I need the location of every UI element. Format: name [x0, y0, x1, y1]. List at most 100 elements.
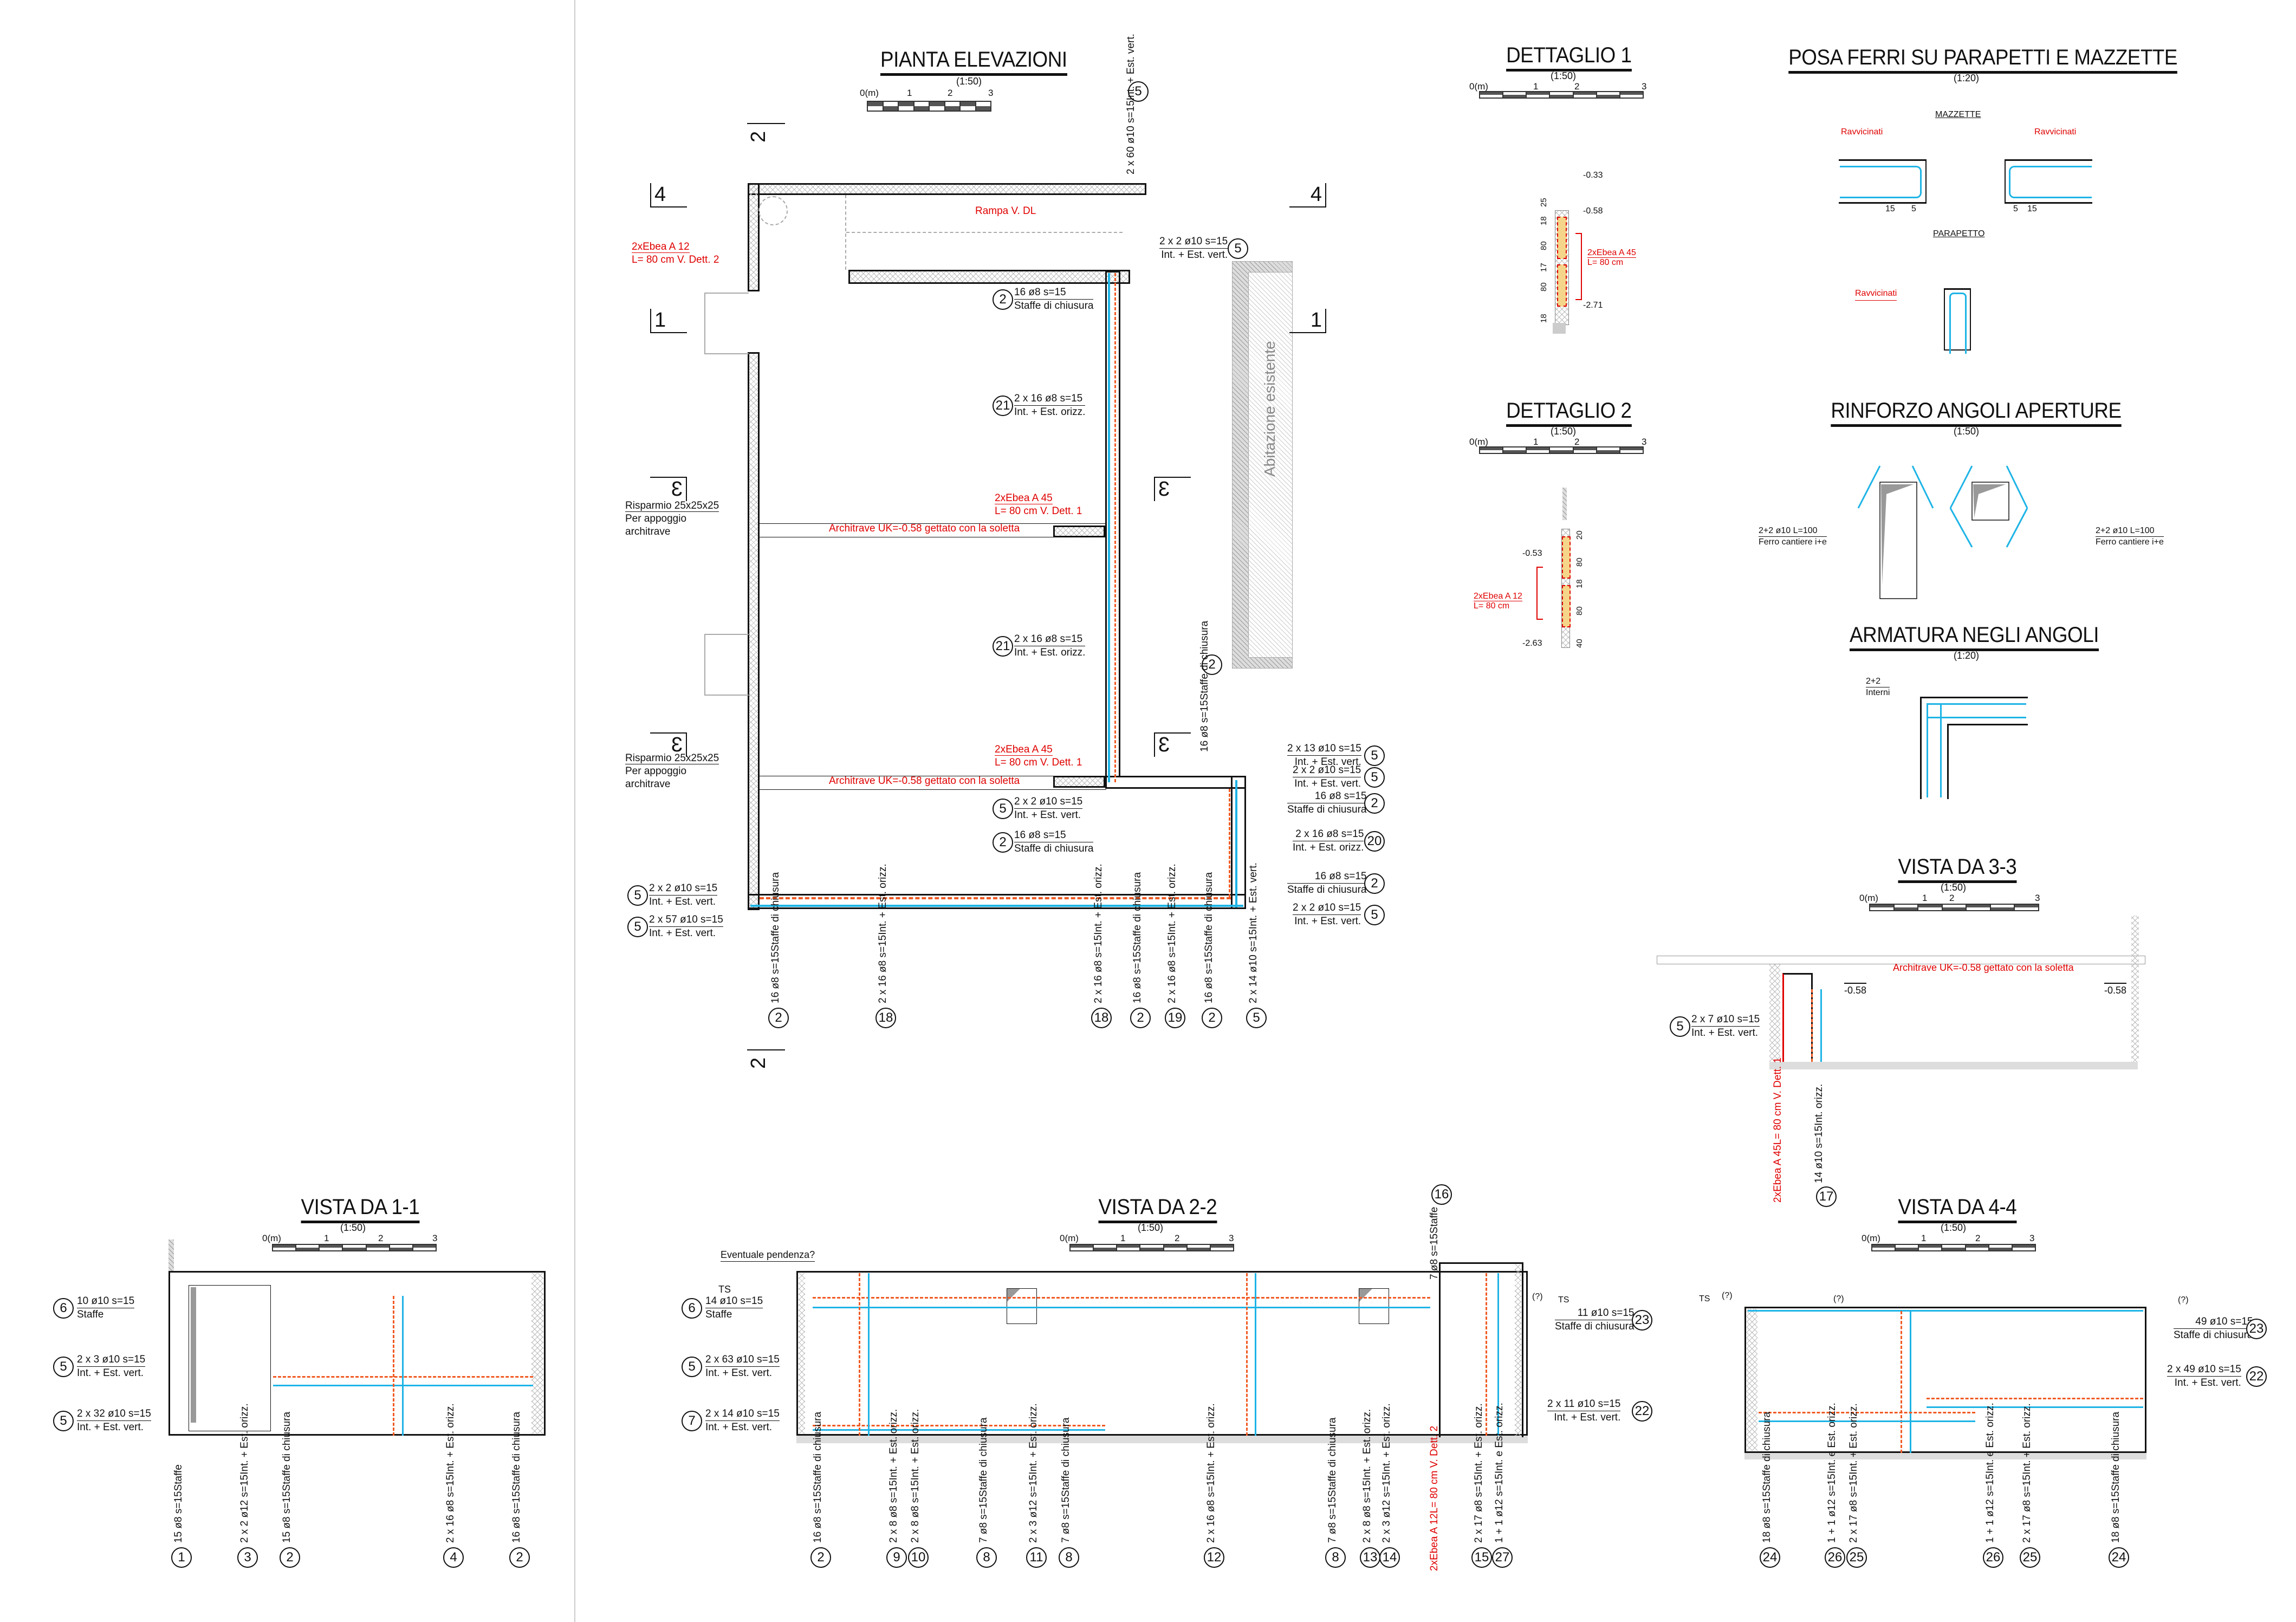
callout-vertical-label: 2 x 2 ø12 s=15Int. + Est. orizz.	[238, 1403, 251, 1543]
callout-bubble: 5	[1364, 905, 1385, 925]
callout-vertical-label: 2 x 16 ø8 s=15Int. + Est. orizz.	[444, 1403, 457, 1543]
vista11-rebar-orange-v	[393, 1296, 394, 1436]
callout-l1: 2 x 3 ø12 s=15	[1028, 1474, 1039, 1543]
vista44-rebar-orange-v	[1901, 1311, 1902, 1453]
rinforzo-drawing	[1857, 465, 2028, 599]
callout-vertical-label: 14 ø10 s=15Int. orizz.	[1813, 1084, 1826, 1183]
detail-1-note-bracket	[1575, 233, 1582, 300]
vista22-opening-1	[1007, 1288, 1037, 1324]
rebar-diag	[1949, 465, 1973, 509]
section-mark-2-bottom: 2	[747, 1049, 785, 1069]
rebar-blue-right	[1235, 780, 1237, 907]
architrave-line-2	[760, 776, 1106, 790]
ts-label: TS	[718, 1284, 731, 1295]
callout-bubble: 6	[53, 1298, 74, 1319]
callout-bubble: 23	[1632, 1310, 1652, 1331]
vista33-scale-2: 2	[1949, 893, 1955, 903]
callout-l2: Staffe	[77, 1308, 135, 1321]
plan-scalebar	[867, 101, 991, 112]
callout-vertical-label: 2 x 16 ø8 s=15Int. + Est. orizz.	[877, 864, 890, 1003]
callout-l2: Staffe di chiusura	[1761, 1411, 1773, 1491]
vista22-title: VISTA DA 2-2	[1098, 1195, 1217, 1223]
vista11-upper-wall	[168, 1240, 174, 1272]
callout-bubble: 2	[1202, 654, 1222, 675]
detail-1-scale-2: 2	[1574, 81, 1580, 92]
plan-ebea45-l2: L= 80 cm V. Dett. 1	[995, 505, 1082, 517]
opening-shade-2	[1973, 484, 2006, 518]
callout-vertical-label: 2 x 17 ø8 s=15Int. + Est. orizz.	[1847, 1403, 1860, 1543]
callout-bubble: 2	[768, 1008, 789, 1028]
callout-l1: 2 x 2 ø10 s=15	[649, 883, 718, 894]
callout-l1: 2 x 16 ø8 s=15	[1014, 633, 1083, 645]
callout-l2: Int. + Est. orizz.	[1848, 1403, 1859, 1475]
vista22-ebea-note: 2xEbea A 12L= 80 cm V. Dett. 2	[1428, 1426, 1441, 1571]
callout-bubble: 5	[682, 1357, 702, 1377]
armatura-rebar-v1	[1927, 703, 1942, 797]
posa-title: POSA FERRI SU PARAPETTI E MAZZETTE	[1788, 46, 2177, 74]
callout-l1: 16 ø8 s=15	[511, 1491, 522, 1543]
rebar-blue-vertical	[1108, 273, 1110, 782]
plan-scale-zero: 0(m)	[860, 88, 879, 98]
callout-l1: 49 ø10 s=15	[2195, 1316, 2253, 1327]
vista33-rebar-blue	[1820, 989, 1822, 1062]
callout-l2: Staffe di chiusura	[1287, 803, 1367, 815]
callout-vertical-label: 2 x 3 ø12 s=15Int. + Est. orizz.	[1027, 1403, 1040, 1543]
callout-l1: 16 ø8 s=15	[770, 951, 781, 1003]
ravvicinati-label-3: Ravvicinati	[1855, 287, 1897, 301]
callout-l2: Int. + Est. orizz.	[1028, 1403, 1039, 1475]
callout-bubble: 2	[810, 1547, 831, 1568]
parapetto-rebar	[1949, 293, 1967, 354]
callout-vertical-label: 2 x 8 ø8 s=15Int. + Est. orizz.	[909, 1409, 922, 1543]
callout-bubble: 5	[53, 1357, 74, 1377]
vista22-rebar-blue-v1	[868, 1273, 870, 1436]
callout-l2: Staffe di chiusura	[770, 872, 781, 952]
vista44-title: VISTA DA 4-4	[1898, 1195, 2017, 1223]
vista33-level: -0.58	[1844, 983, 1867, 997]
callout-vertical-label: 7 ø8 s=15Staffe	[1428, 1207, 1441, 1280]
callout-l1: 2 x 8 ø8 s=15	[910, 1480, 921, 1543]
vista11-scalebar	[272, 1244, 437, 1251]
detail-2-scale-3: 3	[1642, 437, 1647, 447]
vista33-slab	[1657, 956, 2145, 964]
callout-bubble: 26	[1983, 1547, 2003, 1568]
callout-l2: Int. + Est. vert.	[77, 1366, 146, 1380]
dimension-label: 80	[1539, 241, 1548, 250]
detail-1-scale-1: 1	[1533, 81, 1539, 92]
detail-2-scale-zero: 0(m)	[1469, 437, 1488, 447]
section-mark-4-right: 4	[1289, 183, 1326, 207]
wall-top	[748, 183, 1146, 195]
callout-vertical-label: 1 + 1 ø12 s=15Int. e Est. orizz.	[1984, 1403, 1997, 1543]
callout-l2: Staffe di chiusura	[1555, 1320, 1635, 1332]
callout-l2: Staffe di chiusura	[511, 1411, 522, 1491]
callout-vertical-label: 7 ø8 s=15Staffe di chiusura	[1326, 1418, 1339, 1543]
callout-bubble: 1	[171, 1547, 192, 1568]
callout-bubble: 8	[1059, 1547, 1079, 1568]
vista33-title: VISTA DA 3-3	[1898, 855, 2017, 883]
callout-bubble: 5	[53, 1411, 74, 1431]
callout-l2: Int. + Est. vert.	[649, 926, 723, 940]
callout-l2: Int. + Est. orizz.	[1014, 646, 1086, 658]
callout-vertical-label: 7 ø8 s=15Staffe di chiusura	[1060, 1418, 1073, 1543]
callout-l1: 2 x 2 ø10 s=15	[1014, 796, 1083, 807]
callout-l1: 11 ø10 s=15	[1577, 1307, 1635, 1319]
vista11-scale: (1:50)	[340, 1222, 366, 1233]
opening-rect-2	[1971, 482, 2009, 521]
vista22-annex	[1439, 1262, 1523, 1437]
rebar-orange-vertical	[1114, 273, 1116, 782]
callout-l1: 16 ø8 s=15	[1014, 287, 1066, 298]
rebar-diag	[2006, 465, 2028, 509]
callout-l1: 2 x 2 ø10 s=15	[1293, 764, 1361, 776]
callout-l2: Int. + Est. vert.	[649, 895, 718, 909]
callout-vertical-label: 2 x 16 ø8 s=15Int. + Est. orizz.	[1205, 1403, 1218, 1543]
callout-l1: 16 ø8 s=15	[1199, 700, 1210, 752]
callout-bubble: 22	[1632, 1401, 1652, 1422]
detail-1-title: DETTAGLIO 1	[1506, 43, 1632, 72]
vista22-ebea-l1: 2xEbea A 12	[1429, 1513, 1440, 1571]
callout-vertical-label: 18 ø8 s=15Staffe di chiusura	[1761, 1412, 1774, 1543]
vista22-rebar-orange-h1	[813, 1297, 1430, 1299]
